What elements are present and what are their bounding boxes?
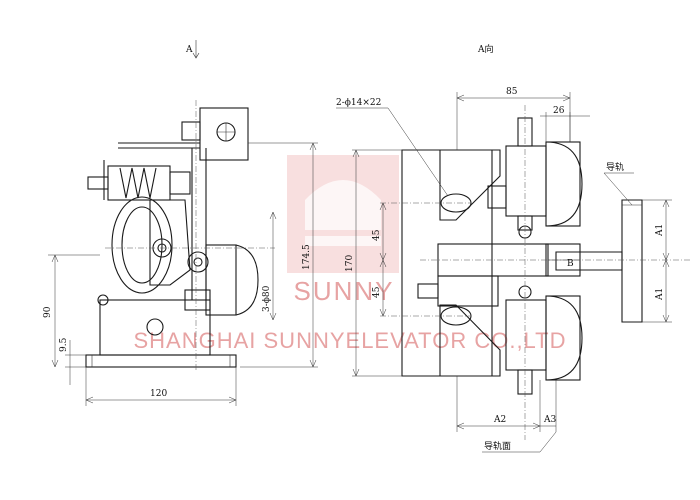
top-nut xyxy=(181,121,201,141)
dim-a3: A3 xyxy=(543,415,556,425)
base-plate xyxy=(85,354,237,368)
swing-arm xyxy=(149,199,191,286)
dim-170: 170 xyxy=(345,255,355,272)
right-view: A向 xyxy=(380,43,690,440)
dim-26: 26 xyxy=(553,106,565,116)
dim-85: 85 xyxy=(506,87,518,97)
dim-45-upper: 45 xyxy=(372,229,382,241)
dim-120: 120 xyxy=(150,389,167,399)
dim-9-5: 9.5 xyxy=(59,337,69,352)
slot-hole-upper xyxy=(440,193,472,213)
label-guide-rail-face: 导轨面 xyxy=(484,440,511,452)
watermark-logo-bar xyxy=(305,236,381,246)
left-dimensions: 174.5 3-ϕ80 90 9.5 120 xyxy=(43,142,318,406)
dim-174-5: 174.5 xyxy=(302,244,312,270)
watermark-company: SHANGHAI SUNNYELEVATOR CO.,LTD xyxy=(133,328,566,353)
dim-3-phi80: 3-ϕ80 xyxy=(262,285,272,312)
left-view-label: A xyxy=(185,45,193,55)
watermark-brand: SUNNY xyxy=(293,276,394,306)
dim-a1-upper: A1 xyxy=(655,224,665,237)
dim-hole-spec: 2-ϕ14×22 xyxy=(336,98,381,108)
view-arrow-head xyxy=(192,52,200,59)
top-bracket xyxy=(199,107,249,161)
side-roller xyxy=(205,244,259,316)
watermark-logo-arc xyxy=(305,180,381,230)
left-view: A xyxy=(85,40,275,372)
watermark: SUNNY SHANGHAI SUNNYELEVATOR CO.,LTD xyxy=(133,155,566,353)
spring-assembly xyxy=(87,160,191,201)
dim-90: 90 xyxy=(43,306,53,318)
label-guide-rail: 导轨 xyxy=(606,161,624,173)
dim-a2: A2 xyxy=(493,415,506,425)
guide-wheel xyxy=(111,196,173,294)
right-view-label: A向 xyxy=(477,43,494,55)
dim-b: B xyxy=(567,259,574,269)
right-dimensions: 2-ϕ14×22 85 26 170 45 45 A1 A1 B xyxy=(336,87,672,453)
upper-roller xyxy=(487,117,583,239)
dim-a1-lower: A1 xyxy=(655,288,665,301)
dim-45-lower: 45 xyxy=(372,286,382,298)
